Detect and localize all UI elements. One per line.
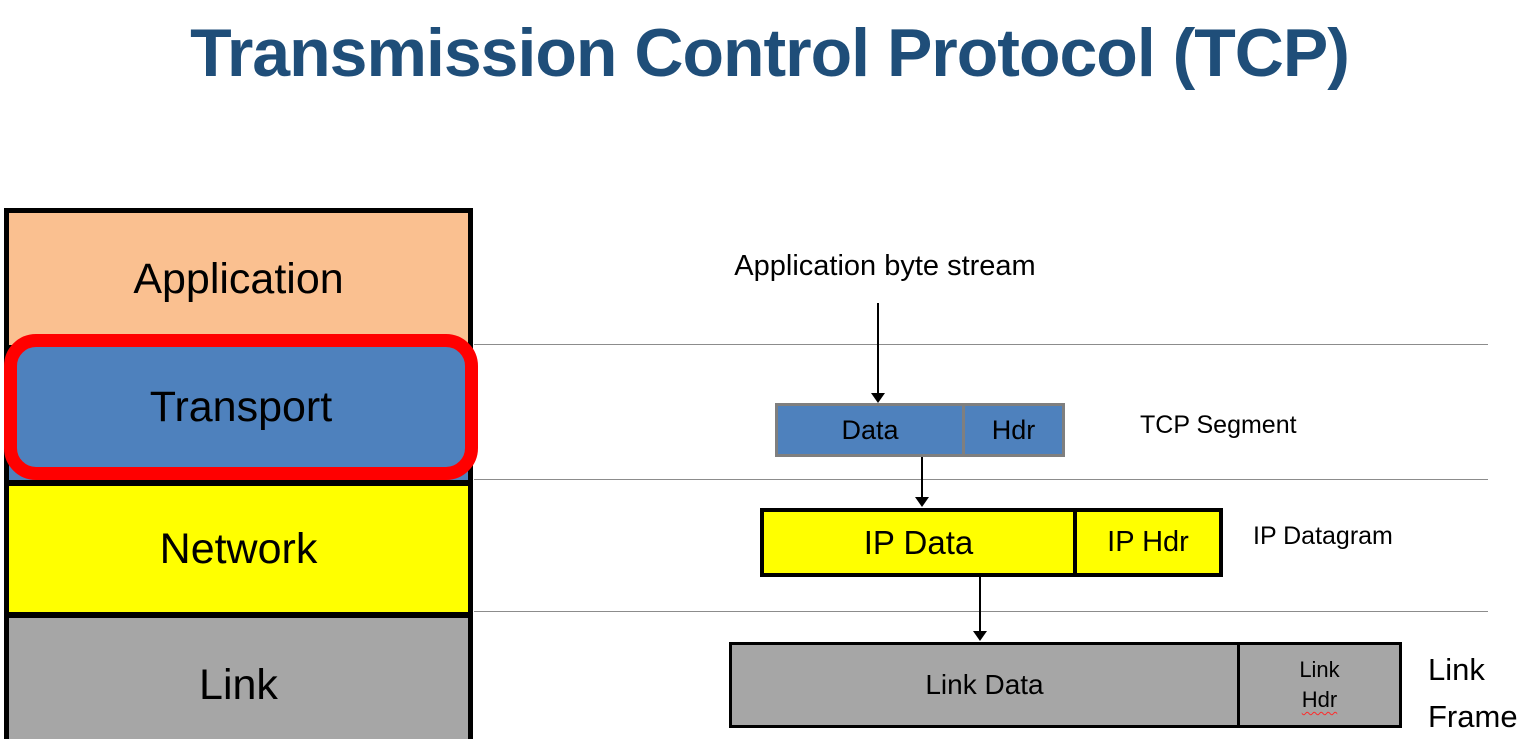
link-frame-caption: Link Frame xyxy=(1428,646,1518,739)
tcp-segment-box: Data Hdr xyxy=(775,403,1065,457)
stack-layer-network-label: Network xyxy=(159,524,318,573)
slide-title: Transmission Control Protocol (TCP) xyxy=(190,15,1350,91)
stack-layer-network: Network xyxy=(9,480,468,612)
tcp-segment-data-cell: Data xyxy=(778,406,965,454)
link-frame-caption-line1: Link xyxy=(1428,652,1485,687)
link-frame-hdr-line1: Link xyxy=(1299,657,1340,682)
ip-datagram-box: IP Data IP Hdr xyxy=(760,508,1223,577)
tcp-segment-caption: TCP Segment xyxy=(1140,411,1297,439)
stack-layer-application: Application xyxy=(9,213,468,345)
stack-layer-transport-label: Transport xyxy=(149,382,333,431)
link-frame-hdr-cell: Link Hdr xyxy=(1240,645,1399,725)
application-byte-stream-label: Application byte stream xyxy=(734,250,1036,282)
link-frame-data-cell: Link Data xyxy=(732,645,1240,725)
ip-datagram-data-cell: IP Data xyxy=(764,512,1077,573)
transport-layer-highlight: Transport xyxy=(4,334,478,480)
arrow-byte-stream-to-tcp-segment xyxy=(877,303,879,394)
link-frame-box: Link Data Link Hdr xyxy=(729,642,1402,728)
tcp-segment-hdr-cell: Hdr xyxy=(991,414,1036,445)
stack-layer-application-label: Application xyxy=(133,254,344,303)
link-frame-hdr-line2: Hdr xyxy=(1301,687,1338,712)
layer-guide-line-application-transport xyxy=(474,344,1488,345)
link-frame-caption-line2: Frame xyxy=(1428,699,1518,734)
layer-guide-line-transport-network xyxy=(474,479,1488,480)
arrow-tcp-segment-to-ip-datagram xyxy=(921,457,923,498)
ip-datagram-hdr-cell: IP Hdr xyxy=(1107,526,1189,558)
arrow-ip-datagram-to-link-frame xyxy=(979,577,981,632)
stack-layer-link: Link xyxy=(9,612,468,739)
layer-guide-line-network-link xyxy=(474,611,1488,612)
ip-datagram-caption: IP Datagram xyxy=(1253,522,1393,550)
stack-layer-link-label: Link xyxy=(199,661,278,709)
